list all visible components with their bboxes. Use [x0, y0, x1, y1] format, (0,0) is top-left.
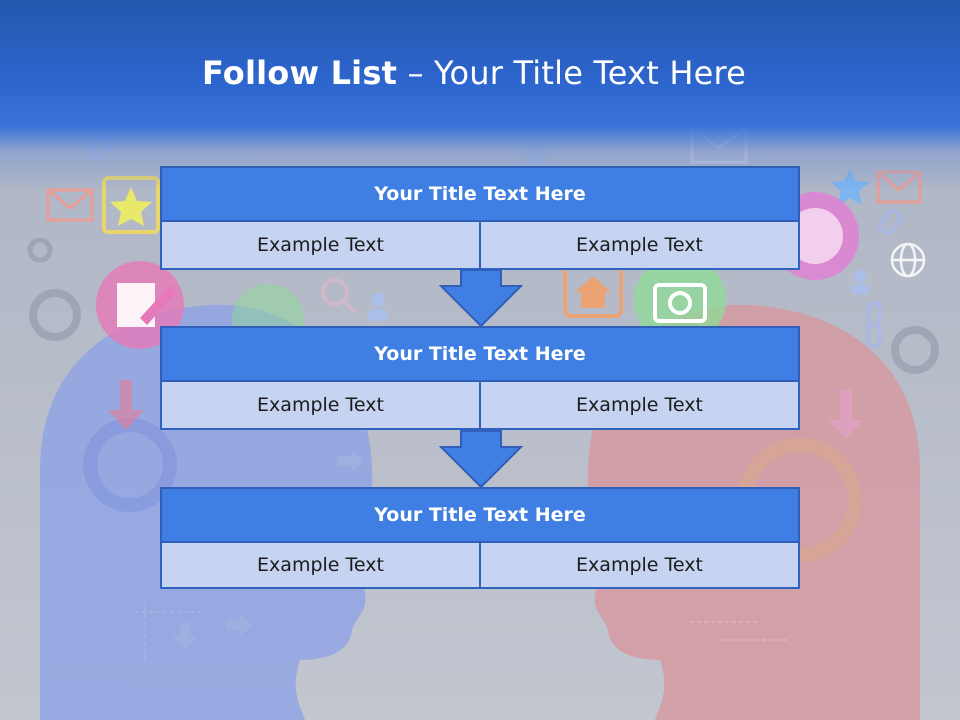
magnifier-icon: [321, 278, 358, 315]
gear-icon: [27, 237, 53, 263]
arrow-icon: [108, 380, 144, 430]
list-item-right-text: Example Text: [481, 543, 800, 589]
title-rest-text: – Your Title Text Here: [397, 54, 747, 92]
list-item-right-text: Example Text: [481, 222, 800, 270]
gear-icon: [891, 326, 939, 374]
list-item-title: Your Title Text Here: [160, 326, 800, 382]
people-icon: [368, 270, 869, 321]
down-arrow-icon: [439, 430, 523, 489]
arrow-icon: [828, 390, 864, 438]
down-arrow-icon: [439, 269, 523, 328]
list-item-row: Example Text Example Text: [160, 543, 800, 589]
list-item-left-text: Example Text: [160, 222, 481, 270]
list-item-right-text: Example Text: [481, 382, 800, 430]
slide-title: Follow List – Your Title Text Here: [202, 54, 746, 92]
list-item-left-text: Example Text: [160, 382, 481, 430]
list-item-row: Example Text Example Text: [160, 222, 800, 270]
arrow-icon: [172, 450, 364, 650]
gear-icon: [29, 289, 81, 341]
list-item-title: Your Title Text Here: [160, 487, 800, 543]
title-bold-text: Follow List: [202, 54, 398, 92]
list-item: Your Title Text Here Example Text Exampl…: [160, 326, 800, 430]
envelope-icon: [46, 188, 94, 222]
camera-icon: [634, 254, 726, 346]
title-bar: [0, 0, 960, 190]
globe-icon: [890, 242, 926, 278]
chain-link-icon: [88, 133, 903, 349]
list-item-title: Your Title Text Here: [160, 166, 800, 222]
list-item: Your Title Text Here Example Text Exampl…: [160, 166, 800, 270]
list-item: Your Title Text Here Example Text Exampl…: [160, 487, 800, 589]
home-icon: [563, 262, 623, 318]
arrow-icon: [690, 621, 790, 641]
arrow-icon: [135, 600, 200, 660]
list-item-row: Example Text Example Text: [160, 382, 800, 430]
list-item-left-text: Example Text: [160, 543, 481, 589]
